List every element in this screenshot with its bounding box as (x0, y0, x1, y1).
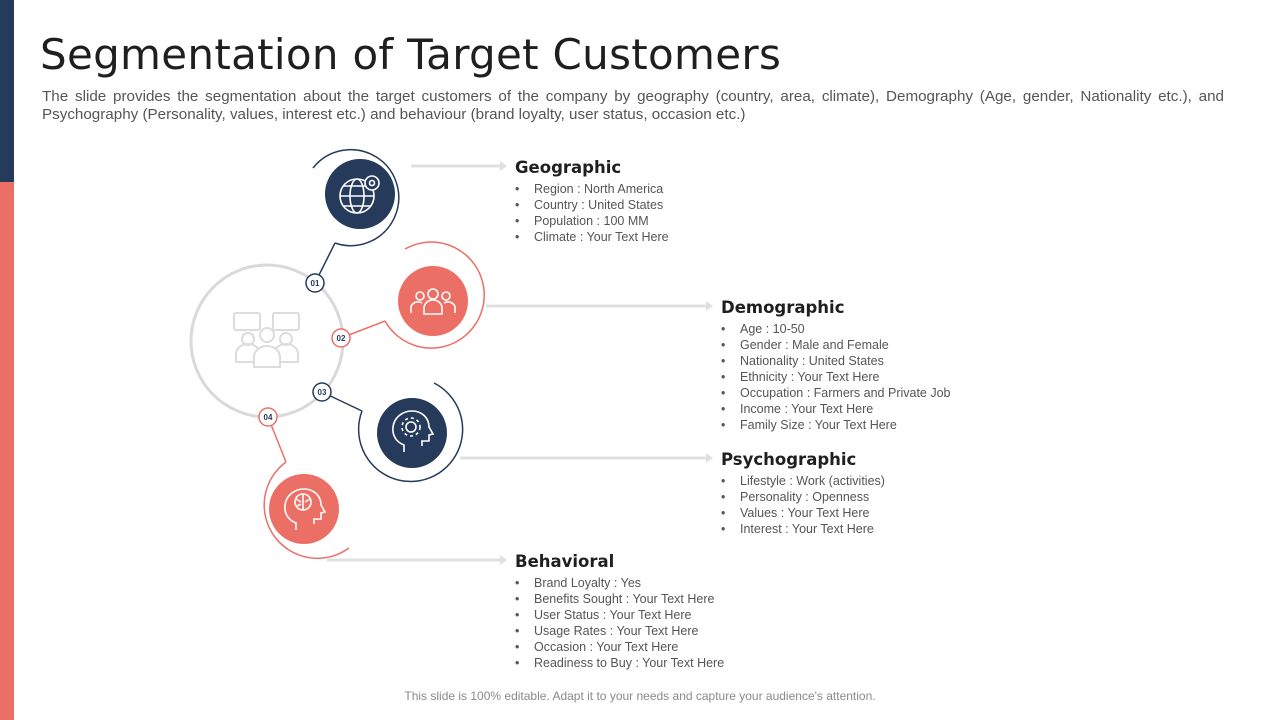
slide-subtitle: The slide provides the segmentation abou… (42, 88, 1224, 123)
svg-text:02: 02 (337, 334, 346, 343)
node-geographic (325, 159, 395, 229)
list-item: Income : Your Text Here (721, 401, 951, 417)
list-item: Benefits Sought : Your Text Here (515, 591, 724, 607)
segment-heading: Demographic (721, 298, 845, 317)
list-item: Personality : Openness (721, 489, 885, 505)
list-item: Interest : Your Text Here (721, 521, 885, 537)
list-item: Usage Rates : Your Text Here (515, 623, 724, 639)
node-ring-behavioral (263, 461, 350, 560)
step-marker-01: 01 (305, 273, 325, 293)
list-item: Family Size : Your Text Here (721, 417, 951, 433)
node-ring-geographic (312, 148, 400, 247)
slide-title: Segmentation of Target Customers (40, 30, 782, 79)
segment-psychographic: Psychographic Lifestyle : Work (activiti… (721, 450, 885, 537)
list-item: Values : Your Text Here (721, 505, 885, 521)
segment-list: Region : North America Country : United … (515, 181, 669, 245)
list-item: Brand Loyalty : Yes (515, 575, 724, 591)
list-item: Ethnicity : Your Text Here (721, 369, 951, 385)
list-item: Climate : Your Text Here (515, 229, 669, 245)
svg-text:03: 03 (318, 388, 327, 397)
node-behavioral (269, 474, 339, 544)
head-brain-icon (284, 488, 327, 530)
accent-bar-coral (0, 182, 14, 720)
list-item: Country : United States (515, 197, 669, 213)
footer-note: This slide is 100% editable. Adapt it to… (404, 689, 876, 703)
accent-bar-navy (0, 0, 14, 182)
node-ring-demographic (384, 241, 485, 349)
segment-heading: Psychographic (721, 450, 857, 469)
segment-geographic: Geographic Region : North America Countr… (515, 158, 669, 245)
segment-heading: Geographic (515, 158, 622, 177)
segment-heading: Behavioral (515, 552, 615, 571)
svg-text:01: 01 (311, 279, 320, 288)
segment-behavioral: Behavioral Brand Loyalty : Yes Benefits … (515, 552, 724, 671)
segment-list: Lifestyle : Work (activities) Personalit… (721, 473, 885, 537)
segment-list: Brand Loyalty : Yes Benefits Sought : Yo… (515, 575, 724, 671)
head-gear-icon (392, 410, 435, 452)
list-item: Lifestyle : Work (activities) (721, 473, 885, 489)
globe-location-icon (339, 175, 380, 214)
node-demographic (398, 266, 468, 336)
svg-text:04: 04 (264, 413, 273, 422)
list-item: Age : 10-50 (721, 321, 951, 337)
segment-demographic: Demographic Age : 10-50 Gender : Male an… (721, 298, 951, 433)
step-marker-04: 04 (258, 407, 278, 427)
list-item: Gender : Male and Female (721, 337, 951, 353)
list-item: Population : 100 MM (515, 213, 669, 229)
list-item: Occupation : Farmers and Private Job (721, 385, 951, 401)
list-item: Occasion : Your Text Here (515, 639, 724, 655)
list-item: Nationality : United States (721, 353, 951, 369)
list-item: Region : North America (515, 181, 669, 197)
people-group-icon (410, 288, 456, 315)
list-item: Readiness to Buy : Your Text Here (515, 655, 724, 671)
list-item: User Status : Your Text Here (515, 607, 724, 623)
node-ring-psychographic (357, 382, 464, 483)
segment-list: Age : 10-50 Gender : Male and Female Nat… (721, 321, 951, 433)
customers-group-icon (233, 312, 300, 368)
node-psychographic (377, 398, 447, 468)
step-marker-03: 03 (312, 382, 332, 402)
step-marker-02: 02 (331, 328, 351, 348)
